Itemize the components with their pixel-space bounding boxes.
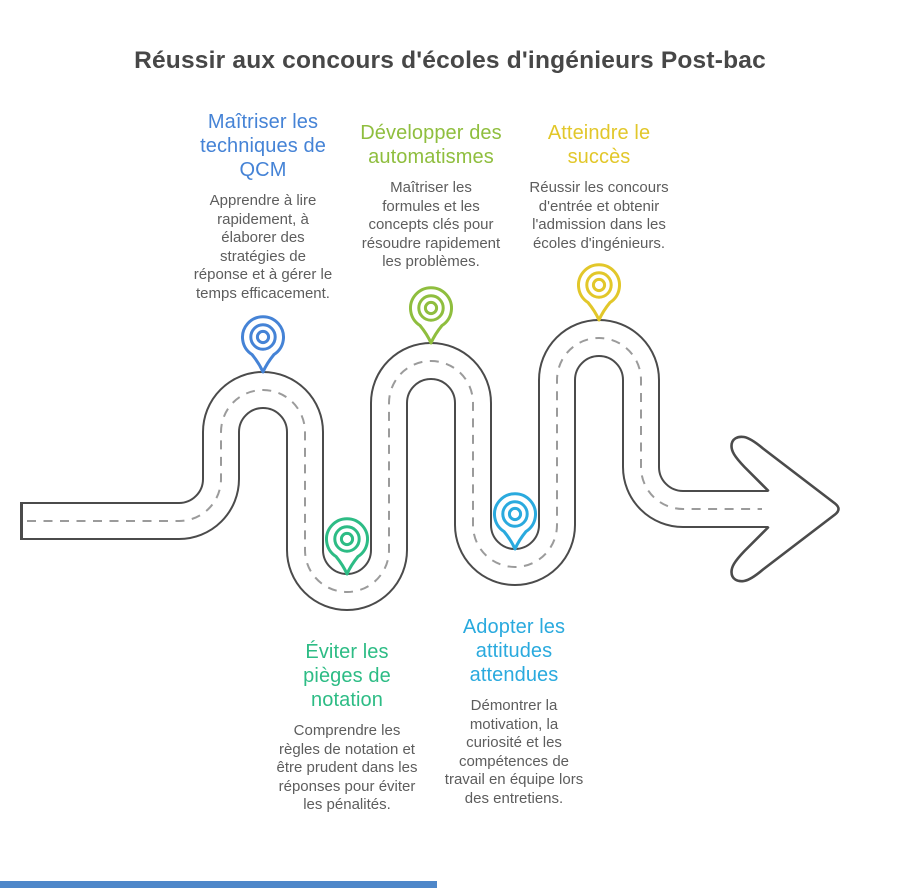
milestone-atteindre-succes: Atteindre le succès Réussir les concours…	[509, 121, 689, 253]
milestone-description: Démontrer la motivation, la curiosité et…	[444, 697, 584, 807]
milestone-adopter-attitudes: Adopter les attitudes attendues Démontre…	[424, 615, 604, 808]
milestone-description: Apprendre à lire rapidement, à élaborer …	[193, 192, 333, 302]
milestone-title: Développer des automatismes	[360, 122, 502, 168]
map-pin-icon-qcm	[241, 315, 285, 374]
map-pin-icon-auto	[409, 286, 453, 345]
map-pin-icon-pieges	[325, 517, 369, 576]
footer-accent-bar	[0, 881, 437, 888]
map-pin-icon-succes	[577, 263, 621, 322]
arrowhead-icon	[730, 435, 840, 583]
road-center-dashes	[27, 337, 762, 593]
map-pin-icon-attitudes	[493, 492, 537, 551]
milestone-description: Comprendre les règles de notation et êtr…	[276, 722, 418, 813]
milestone-title: Atteindre le succès	[547, 122, 651, 168]
milestone-description: Réussir les concours d'entrée et obtenir…	[529, 179, 669, 252]
milestone-maitriser-qcm: Maîtriser les techniques de QCM Apprendr…	[173, 110, 353, 303]
page-title: Réussir aux concours d'écoles d'ingénieu…	[134, 47, 766, 74]
milestone-title: Éviter les pièges de notation	[303, 641, 391, 711]
milestone-eviter-pieges: Éviter les pièges de notation Comprendre…	[257, 640, 437, 815]
milestone-description: Maîtriser les formules et les concepts c…	[361, 179, 501, 270]
milestone-developper-automatismes: Développer des automatismes Maîtriser le…	[341, 121, 521, 272]
milestone-title: Adopter les attitudes attendues	[462, 616, 566, 686]
milestone-title: Maîtriser les techniques de QCM	[200, 111, 326, 181]
